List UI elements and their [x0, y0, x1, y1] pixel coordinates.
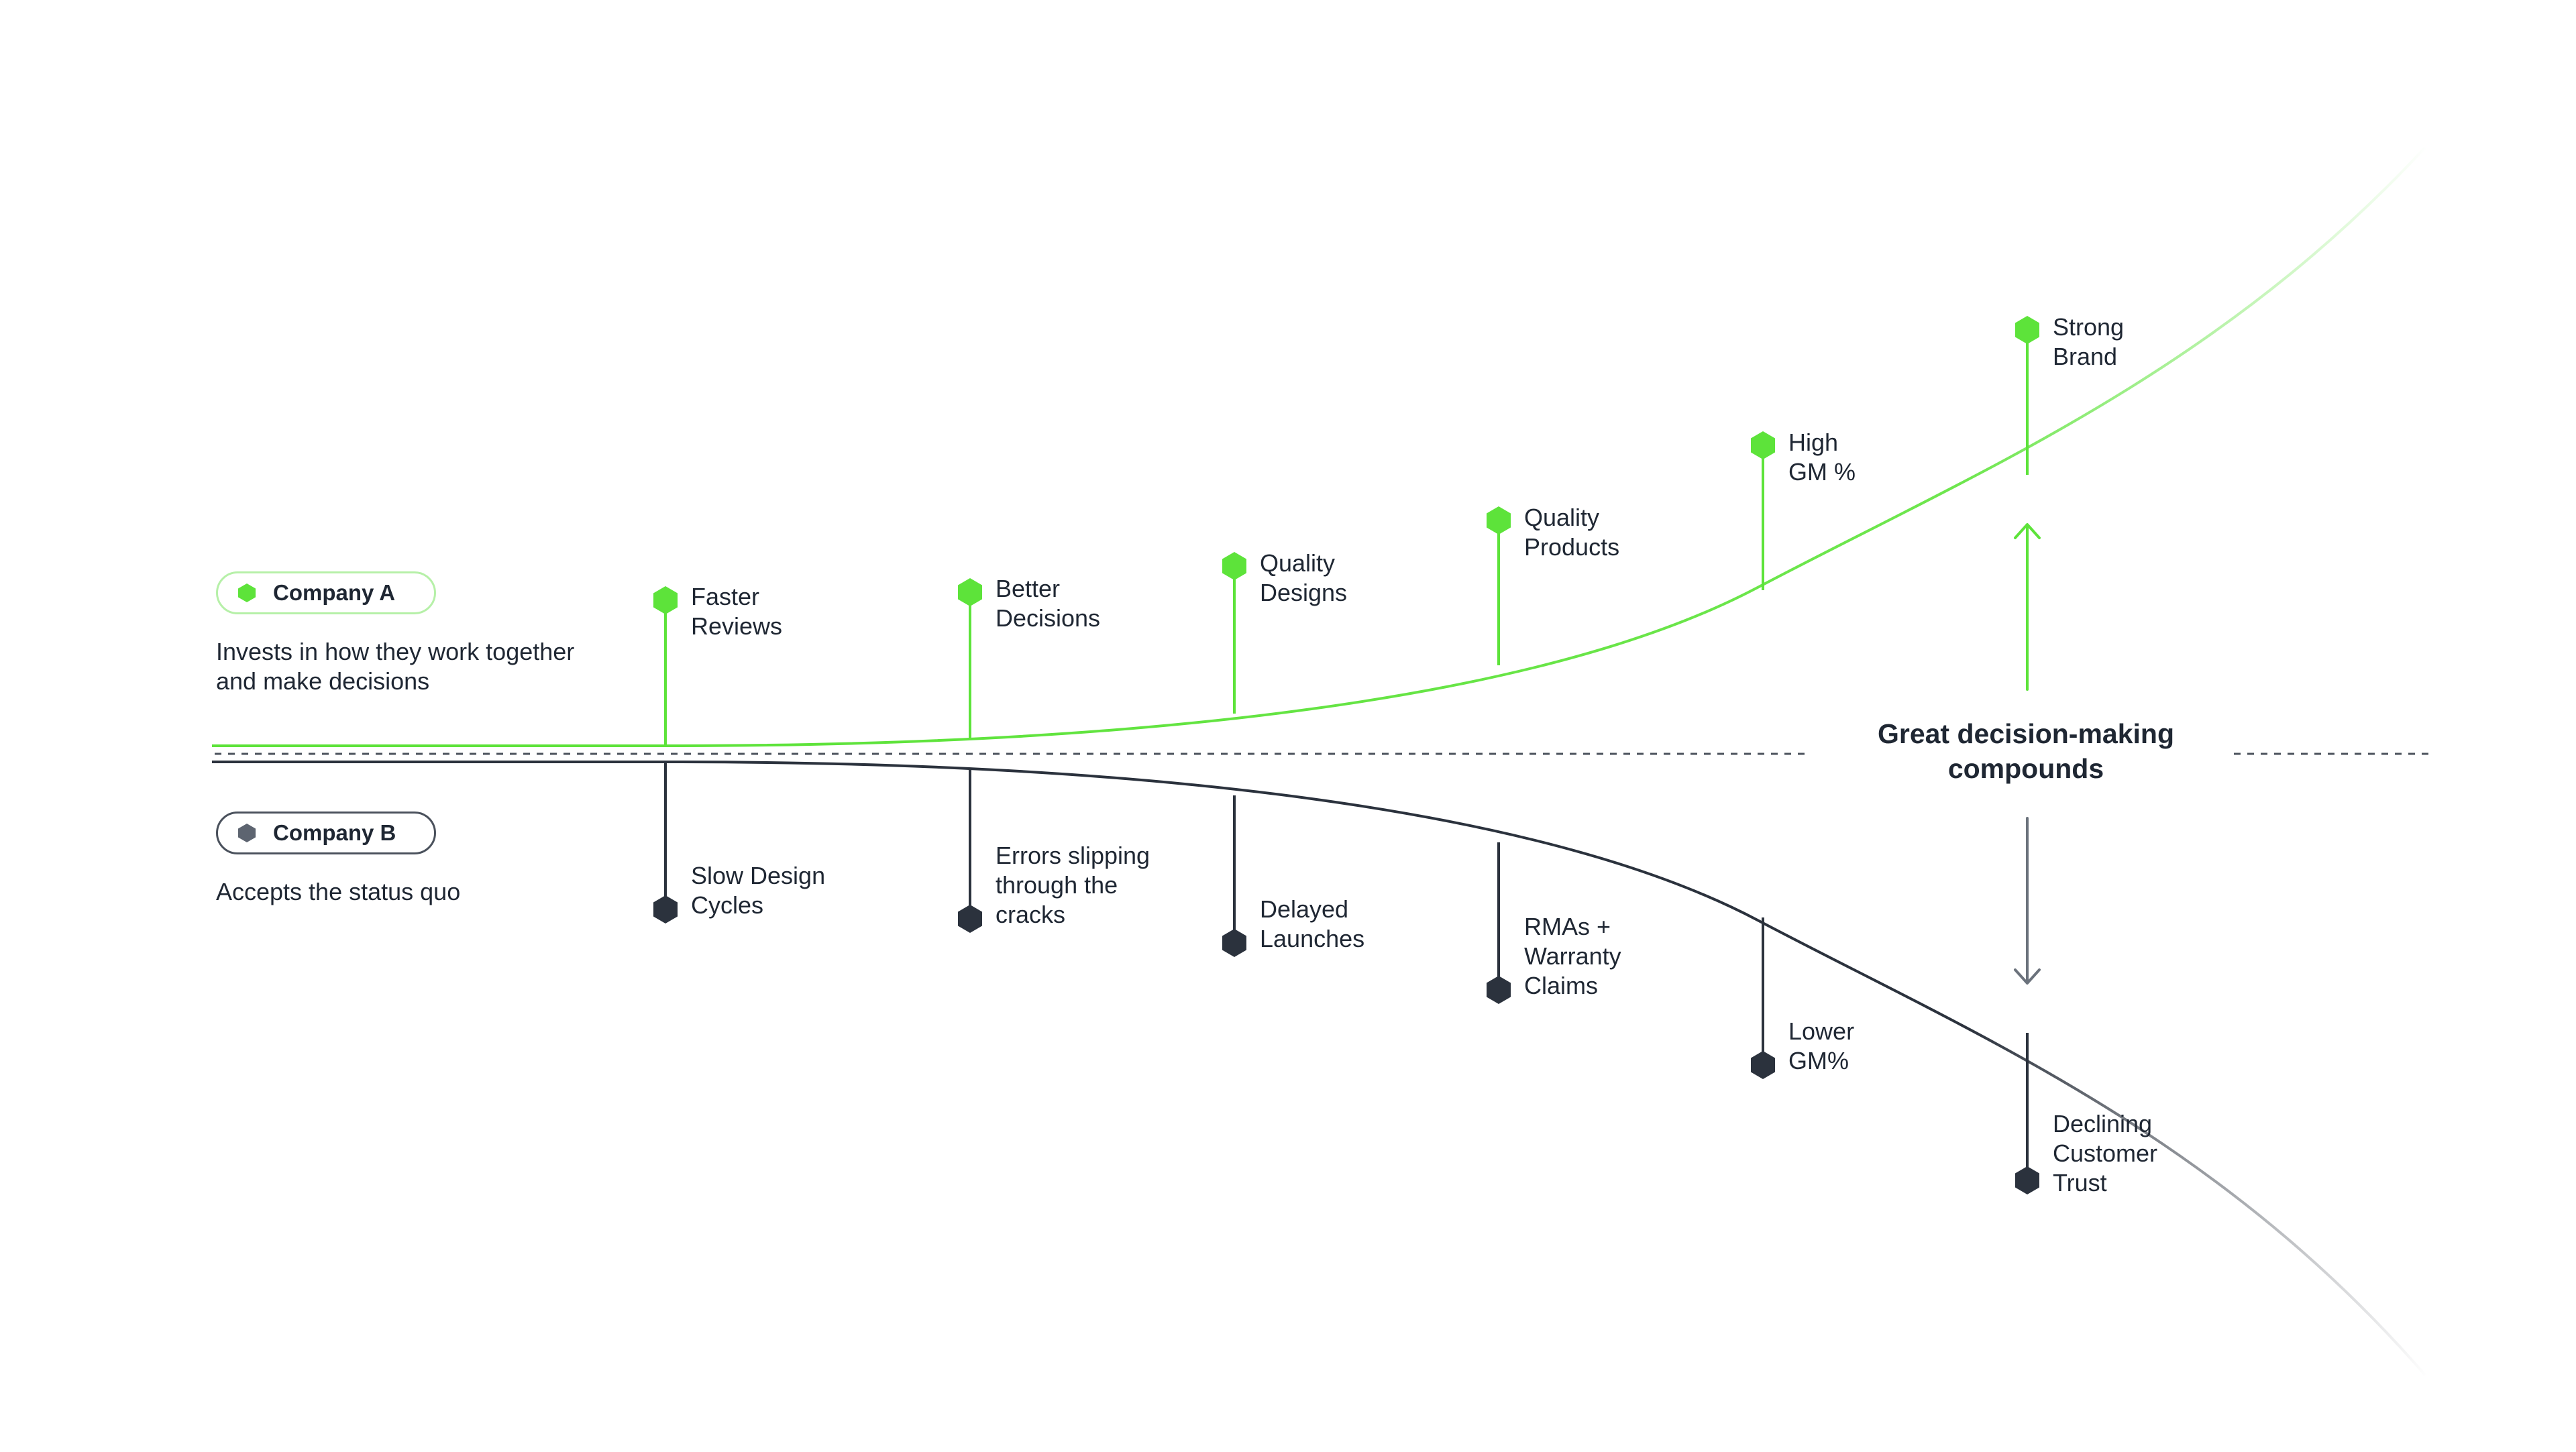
- milestone-b-label: Slow Design Cycles: [691, 862, 826, 919]
- company-b-curve: [212, 761, 2426, 1376]
- arrow-down-icon: [2014, 817, 2041, 985]
- company-a-label: Company A: [273, 580, 396, 605]
- dark-hexagon-icon: [2015, 1166, 2039, 1194]
- milestone-a-label: Faster Reviews: [691, 583, 783, 640]
- milestone-a-label: Better Decisions: [996, 575, 1101, 632]
- dark-hexagon-icon: [1751, 1051, 1775, 1079]
- milestone-a-label: Quality Products: [1524, 504, 1620, 561]
- dark-hexagon-icon: [1487, 976, 1511, 1004]
- milestone-b-label: RMAs + Warranty Claims: [1524, 913, 1621, 999]
- dark-hexagon-icon: [653, 895, 678, 924]
- company-b-markers: [653, 895, 2039, 1194]
- compounding-caption: Great decision-making compounds: [1877, 718, 2174, 784]
- green-hexagon-icon: [238, 583, 256, 602]
- company-b-badge: Company B: [216, 812, 436, 854]
- company-b-description: Accepts the status quo: [216, 878, 461, 905]
- company-a-markers: [653, 316, 2039, 614]
- dark-hexagon-icon: [958, 905, 982, 933]
- green-hexagon-icon: [958, 578, 982, 606]
- milestone-b-label: Delayed Launches: [1260, 895, 1365, 952]
- milestone-a-label: High GM %: [1788, 429, 1856, 486]
- company-b-label: Company B: [273, 820, 396, 845]
- company-a-badge: Company A: [216, 571, 436, 614]
- dark-hexagon-icon: [1222, 929, 1246, 957]
- gray-hexagon-icon: [238, 824, 256, 842]
- milestone-a-label: Strong Brand: [2053, 313, 2125, 370]
- milestone-a-label: Quality Designs: [1260, 549, 1348, 606]
- green-hexagon-icon: [2015, 316, 2039, 344]
- green-hexagon-icon: [1222, 552, 1246, 580]
- company-a-description: Invests in how they work together and ma…: [216, 638, 575, 695]
- green-hexagon-icon: [1487, 506, 1511, 535]
- company-a-stems: [664, 330, 2029, 746]
- green-hexagon-icon: [1751, 431, 1775, 459]
- company-b-stems: [664, 762, 2029, 1180]
- milestone-b-label: Declining Customer Trust: [2053, 1110, 2158, 1196]
- arrow-up-icon: [2014, 523, 2041, 691]
- milestone-b-label: Errors slipping through the cracks: [996, 842, 1150, 928]
- milestone-b-label: Lower GM%: [1788, 1017, 1855, 1074]
- green-hexagon-icon: [653, 586, 678, 614]
- company-a-curve: [212, 146, 2426, 747]
